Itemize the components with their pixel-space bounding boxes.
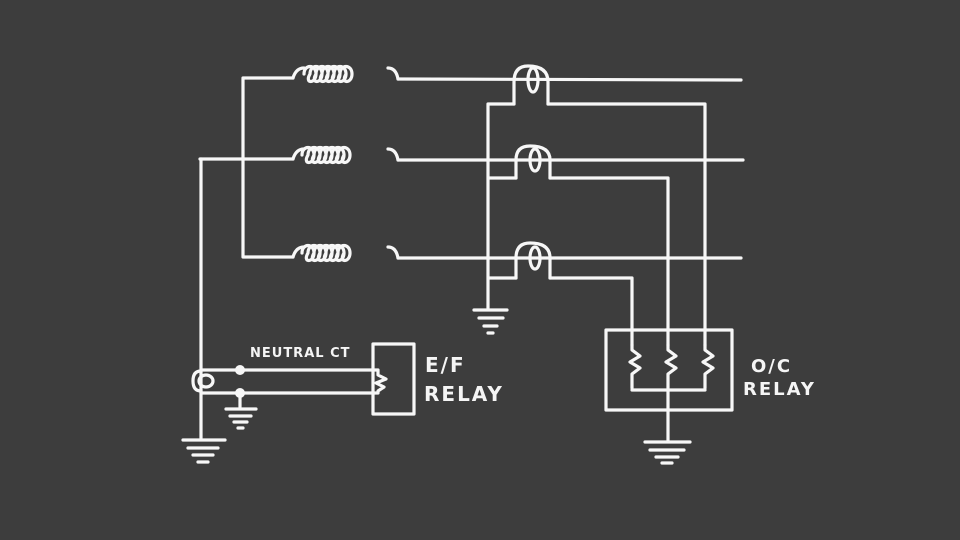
phase-winding-1 xyxy=(291,64,400,84)
ct3-secondary-lead xyxy=(548,276,634,347)
earth-icon xyxy=(224,407,258,430)
line-ct-3 xyxy=(514,241,552,280)
coil-icon xyxy=(300,243,352,263)
neutral-ct-label: NEUTRAL CT xyxy=(250,346,351,361)
neutral-ct xyxy=(191,365,388,409)
resistor-icon xyxy=(628,343,642,390)
star-point-bus xyxy=(241,76,295,259)
phase-winding-2 xyxy=(291,145,400,165)
coil-icon xyxy=(302,64,354,84)
oc-relay-label-line2: RELAY xyxy=(743,379,816,400)
terminal-dot xyxy=(235,365,245,375)
resistor-icon xyxy=(701,343,715,390)
ef-relay-box xyxy=(371,342,416,416)
ct2-secondary-lead xyxy=(548,176,670,347)
phase-line-2 xyxy=(198,157,745,162)
coil-icon xyxy=(300,145,352,165)
ct-common-return xyxy=(486,102,518,310)
earth-icon xyxy=(472,308,509,335)
resistor-icon xyxy=(664,343,678,390)
oc-relay-label-line1: O/C xyxy=(751,356,793,377)
phase-winding-3 xyxy=(291,243,400,263)
line-ct-2 xyxy=(514,144,552,180)
ef-relay-label-line2: RELAY xyxy=(424,382,504,406)
line-ct-1 xyxy=(512,64,550,106)
oc-relay-coils xyxy=(628,343,715,442)
earth-icon xyxy=(181,438,227,464)
earth-icon xyxy=(643,440,692,465)
ef-relay-label-line1: E/F xyxy=(425,353,466,377)
ct1-secondary-lead xyxy=(546,102,707,347)
phase-line-1 xyxy=(396,77,743,82)
